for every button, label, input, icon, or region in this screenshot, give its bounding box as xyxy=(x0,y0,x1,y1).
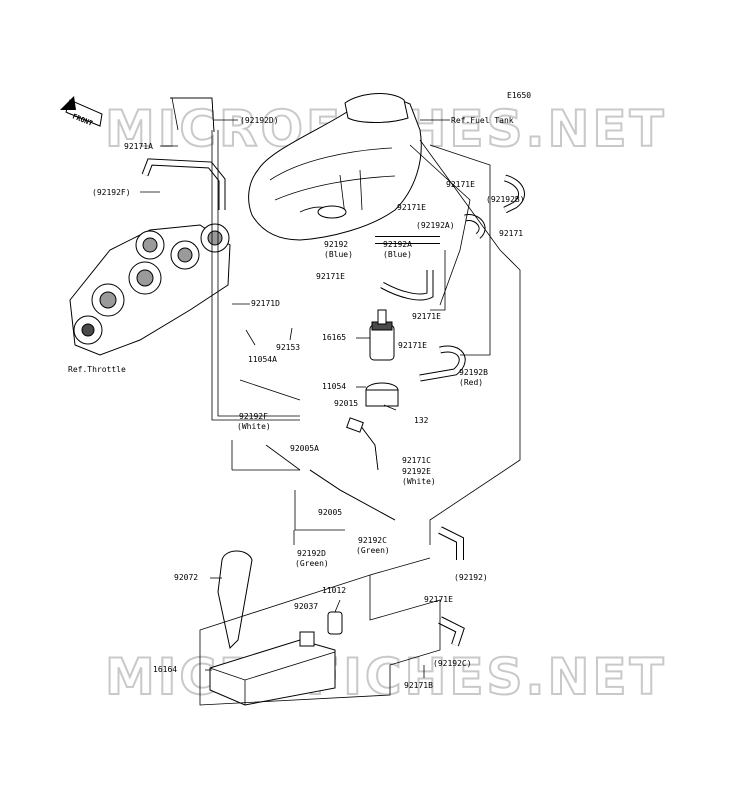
label-92005A: 92005A xyxy=(290,444,319,453)
label-92171B: 92171B xyxy=(404,681,433,690)
front-arrow-icon: FRONT xyxy=(60,96,103,128)
label-92153: 92153 xyxy=(276,343,300,352)
label-16165: 16165 xyxy=(322,333,346,342)
label-92171: 92171 xyxy=(499,229,523,238)
label-92192-paren: (92192) xyxy=(454,573,488,582)
label-92192-blue-col: (Blue) xyxy=(324,250,353,259)
canister-16164 xyxy=(209,550,343,706)
label-92015: 92015 xyxy=(334,399,358,408)
ref-throttle: Ref.Throttle xyxy=(68,365,126,374)
label-92171E-4: 92171E xyxy=(412,312,441,321)
label-92171E-1: 92171E xyxy=(446,180,475,189)
fuel-filter-16165 xyxy=(365,309,399,407)
label-92171E-5: 92171E xyxy=(398,341,427,350)
label-92192C-paren: (92192C) xyxy=(433,659,472,668)
label-11054: 11054 xyxy=(322,382,346,391)
label-92171C: 92171C xyxy=(402,456,431,465)
label-92192F: (92192F) xyxy=(92,188,131,197)
label-92192A-blue-num: 92192A xyxy=(383,240,412,249)
label-16164: 16164 xyxy=(153,665,177,674)
label-92192B-red-num: 92192B xyxy=(459,368,488,377)
label-92192F-white-col: (White) xyxy=(237,422,271,431)
label-92005: 92005 xyxy=(318,508,342,517)
label-92192A: (92192A) xyxy=(416,221,455,230)
label-11012: 11012 xyxy=(322,586,346,595)
label-132: 132 xyxy=(414,416,429,425)
label-92192C-green-num: 92192C xyxy=(358,536,387,545)
label-92192A-blue-col: (Blue) xyxy=(383,250,412,259)
throttle-body-illustration xyxy=(69,223,231,356)
label-92192E-num: 92192E xyxy=(402,467,431,476)
watermark-bottom: MICROFICHES.NET xyxy=(105,648,667,706)
label-92072: 92072 xyxy=(174,573,198,582)
label-92171D: 92171D xyxy=(251,299,280,308)
label-92192C-green-col: (Green) xyxy=(356,546,390,555)
label-92171A: 92171A xyxy=(124,142,153,151)
label-92192-blue-num: 92192 xyxy=(324,240,348,249)
label-92192D: (92192D) xyxy=(240,116,279,125)
label-11054A: 11054A xyxy=(248,355,277,364)
label-92192B-red-col: (Red) xyxy=(459,378,483,387)
label-92192D-green-num: 92192D xyxy=(297,549,326,558)
label-92192F-white-num: 92192F xyxy=(239,412,268,421)
label-92037: 92037 xyxy=(294,602,318,611)
ref-fuel-tank: Ref.Fuel Tank xyxy=(451,116,514,125)
fuel-tank-illustration xyxy=(248,93,422,241)
label-92192E-col: (White) xyxy=(402,477,436,486)
label-92171E-6: 92171E xyxy=(424,595,453,604)
label-92171E-2: 92171E xyxy=(397,203,426,212)
label-92171E-3: 92171E xyxy=(316,272,345,281)
label-92192D-green-col: (Green) xyxy=(295,559,329,568)
diagram-code: E1650 xyxy=(507,91,531,100)
label-92192B: (92192B) xyxy=(486,195,525,204)
